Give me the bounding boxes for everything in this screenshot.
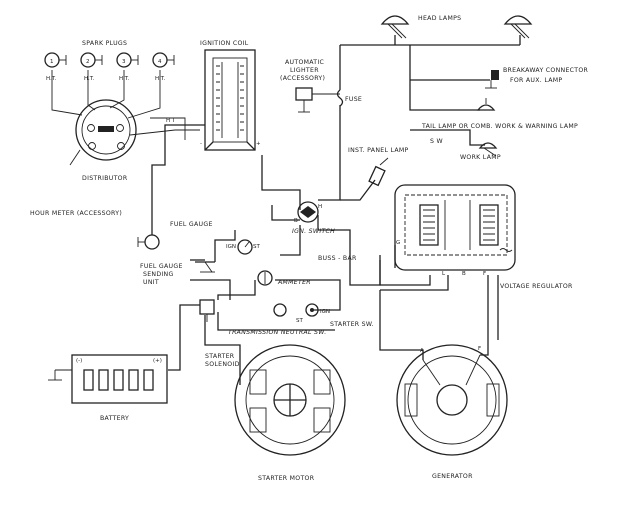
head-lamp-right: [503, 15, 533, 39]
plug-2-num: 2: [86, 59, 90, 65]
term-b-label: B: [294, 218, 298, 224]
automatic-lighter-label-3: (ACCESSORY): [280, 75, 325, 82]
spark-plug-2: 2: [80, 52, 103, 68]
voltage-regulator-label: VOLTAGE REGULATOR: [500, 283, 573, 290]
battery-neg-label: (-): [76, 358, 82, 364]
starter-motor: [234, 344, 346, 456]
term-a-label: A: [420, 348, 424, 354]
sw-label: S W: [430, 138, 443, 145]
automatic-lighter-label: AUTOMATIC: [285, 59, 324, 66]
starter-switch: [305, 303, 319, 317]
work-lamp: [478, 142, 498, 157]
term-l-label: L: [442, 271, 446, 277]
ht-label-4: H.T.: [155, 76, 165, 82]
fuel-gauge: [237, 239, 253, 255]
wiring: [51, 35, 521, 385]
automatic-lighter: [295, 87, 340, 113]
starter-solenoid-label: STARTER: [205, 353, 235, 360]
starter-sw-label: STARTER SW.: [330, 321, 374, 328]
battery-pos-label: (+): [153, 358, 162, 364]
generator-label: GENERATOR: [432, 473, 473, 480]
st-label: ST: [253, 244, 260, 250]
term-h-label: H: [318, 204, 322, 210]
ign-label: IGN: [226, 244, 236, 250]
head-lamps-label: HEAD LAMPS: [418, 15, 461, 22]
st2-label: ST: [296, 318, 303, 324]
term-g-label: G: [396, 240, 400, 246]
ht-label-2: H.T.: [84, 76, 94, 82]
starter-solenoid: [199, 299, 215, 322]
ht-label-1: H.T.: [46, 76, 56, 82]
starter-motor-label: STARTER MOTOR: [258, 475, 315, 482]
inst-panel-lamp-label: INST. PANEL LAMP: [348, 147, 409, 154]
breakaway-label: BREAKAWAY CONNECTOR: [503, 67, 589, 74]
spark-plug-1: 1: [44, 52, 67, 68]
distributor: [69, 99, 137, 166]
ht-label-5: H T: [166, 118, 176, 124]
work-lamp-label: WORK LAMP: [460, 154, 501, 161]
voltage-regulator: [394, 184, 516, 271]
plug-4-num: 4: [158, 59, 162, 65]
battery-label: BATTERY: [100, 415, 129, 422]
term-f-label: F: [483, 271, 486, 277]
fuse-label: FUSE: [345, 96, 362, 103]
coil-minus: -: [200, 141, 202, 147]
ign2-label: IGN: [320, 309, 330, 315]
fuse: [336, 89, 344, 107]
tail-lamp-label: TAIL LAMP OR COMB. WORK & WARNING LAMP: [421, 123, 578, 130]
spark-plug-4: 4: [152, 52, 175, 68]
fuel-gauge-label: FUEL GAUGE: [170, 221, 213, 228]
buss-bar-label: BUSS - BAR: [318, 255, 357, 262]
starter-solenoid-label-2: SOLENOID: [205, 361, 240, 368]
fuel-gauge-sending-label-2: SENDING: [143, 271, 174, 278]
plug-1-num: 1: [50, 59, 54, 65]
generator: [396, 344, 508, 456]
hour-meter-label: HOUR METER (ACCESSORY): [30, 210, 122, 217]
distributor-label: DISTRIBUTOR: [82, 175, 128, 182]
ignition-coil: - +: [200, 49, 261, 151]
battery: [48, 354, 168, 404]
term-b-reg-label: B: [462, 271, 466, 277]
term-f2-label: F: [478, 346, 481, 352]
transmission-neutral-switch: [273, 303, 287, 317]
ign-switch: [297, 201, 319, 223]
inst-panel-lamp: [368, 157, 389, 187]
plug-3-num: 3: [122, 59, 126, 65]
fuel-gauge-sending-label-3: UNIT: [143, 279, 159, 286]
ign-switch-label: IGN. SWITCH: [292, 228, 335, 235]
automatic-lighter-label-2: LIGHTER: [290, 67, 319, 74]
transmission-neutral-label: TRANSMISSION NEUTRAL SW.: [228, 329, 326, 336]
ammeter: [257, 270, 273, 286]
tail-lamp: [476, 98, 496, 111]
ht-label-3: H.T.: [119, 76, 129, 82]
head-lamp-left: [380, 15, 410, 39]
spark-plug-3: 3: [116, 52, 139, 68]
breakaway-label-2: FOR AUX. LAMP: [510, 77, 562, 84]
hour-meter: [137, 234, 160, 250]
ammeter-label: AMMETER: [277, 279, 311, 286]
spark-plugs-label: SPARK PLUGS: [82, 40, 127, 47]
coil-plus: +: [256, 141, 261, 147]
breakaway-connector: [485, 70, 499, 89]
ignition-coil-label: IGNITION COIL: [200, 40, 249, 47]
fuel-gauge-sending-unit: [195, 261, 215, 273]
fuel-gauge-sending-label: FUEL GAUGE: [140, 263, 183, 270]
